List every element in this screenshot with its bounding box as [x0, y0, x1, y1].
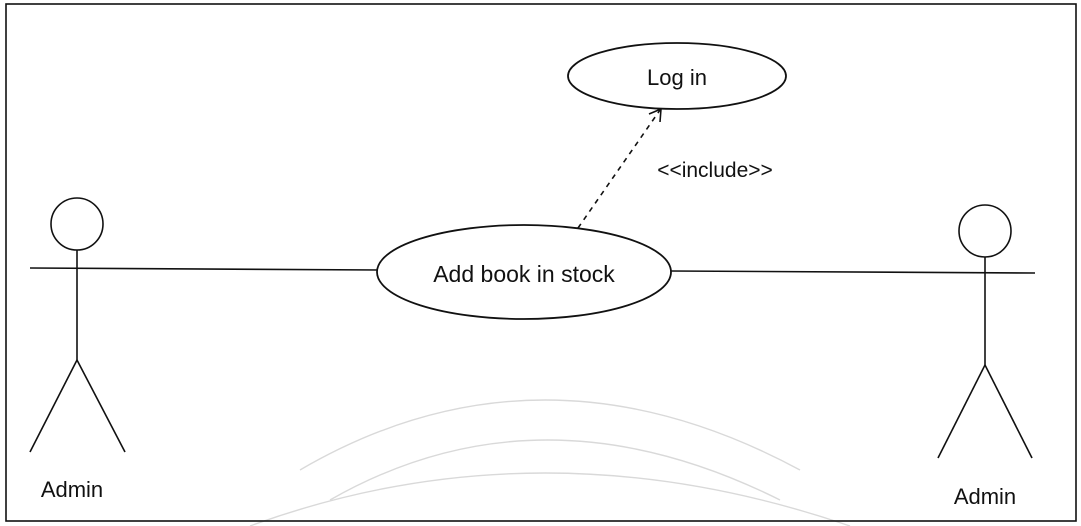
actor-right-leg-l [937, 364, 986, 459]
association-right [669, 270, 1036, 274]
use-case-add-book-ellipse [376, 224, 672, 320]
diagram-frame [5, 3, 1077, 522]
actor-left-leg-r [76, 359, 126, 453]
include-label: <<include>> [657, 159, 773, 182]
actor-right-label: Admin [954, 484, 1016, 509]
use-case-add-book: Add book in stock [376, 224, 672, 320]
actor-left-label: Admin [41, 477, 103, 502]
actor-left-head [50, 197, 104, 251]
use-case-login: Log in [567, 42, 787, 110]
actor-right-leg-r [984, 364, 1033, 459]
watermark [249, 399, 851, 526]
association-left [29, 267, 381, 271]
actor-right: Admin [937, 204, 1033, 509]
use-case-login-label: Log in [647, 65, 707, 90]
actor-right-head [958, 204, 1012, 258]
include-dependency [577, 107, 662, 229]
actor-left-leg-l [29, 359, 78, 453]
use-case-add-book-label: Add book in stock [433, 261, 615, 287]
include-arrow-line [577, 109, 661, 229]
use-case-login-ellipse [567, 42, 787, 110]
actor-left: Admin [29, 197, 126, 502]
